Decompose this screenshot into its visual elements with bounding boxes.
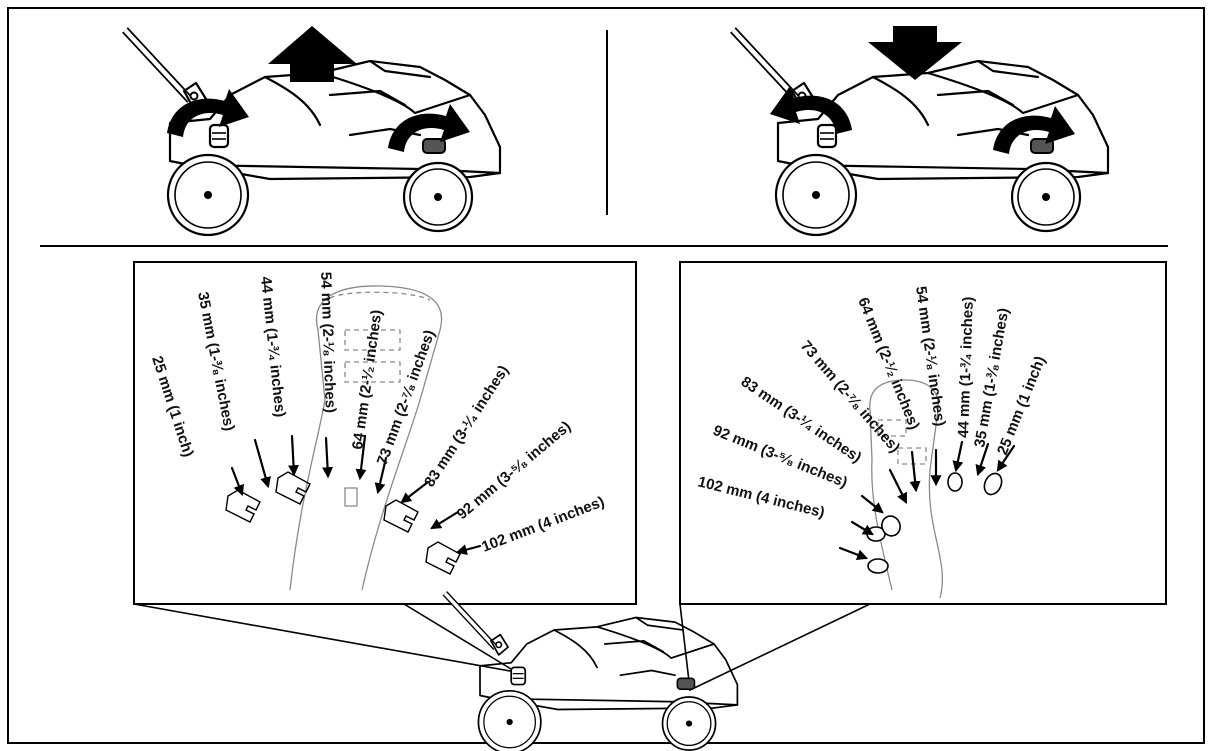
left-label-54mm: 54 mm (2-¹⁄₈ inches)	[317, 272, 339, 414]
right-pointer-arrows	[838, 440, 1016, 560]
left-lever-outline	[289, 285, 443, 591]
arrow-up-icon	[268, 26, 357, 82]
right-callout	[679, 603, 871, 692]
left-callout	[133, 603, 517, 673]
mower-bottom-illustration	[445, 593, 737, 751]
right-label-44mm: 44 mm (1-³⁄₄ inches)	[955, 296, 977, 438]
arrow-down-icon	[868, 26, 962, 80]
right-height-positions	[866, 472, 1003, 574]
outer-frame	[7, 7, 1205, 744]
right-detail-panel	[679, 261, 1167, 605]
left-detail-panel	[133, 261, 637, 605]
left-pointer-arrows	[230, 434, 482, 555]
